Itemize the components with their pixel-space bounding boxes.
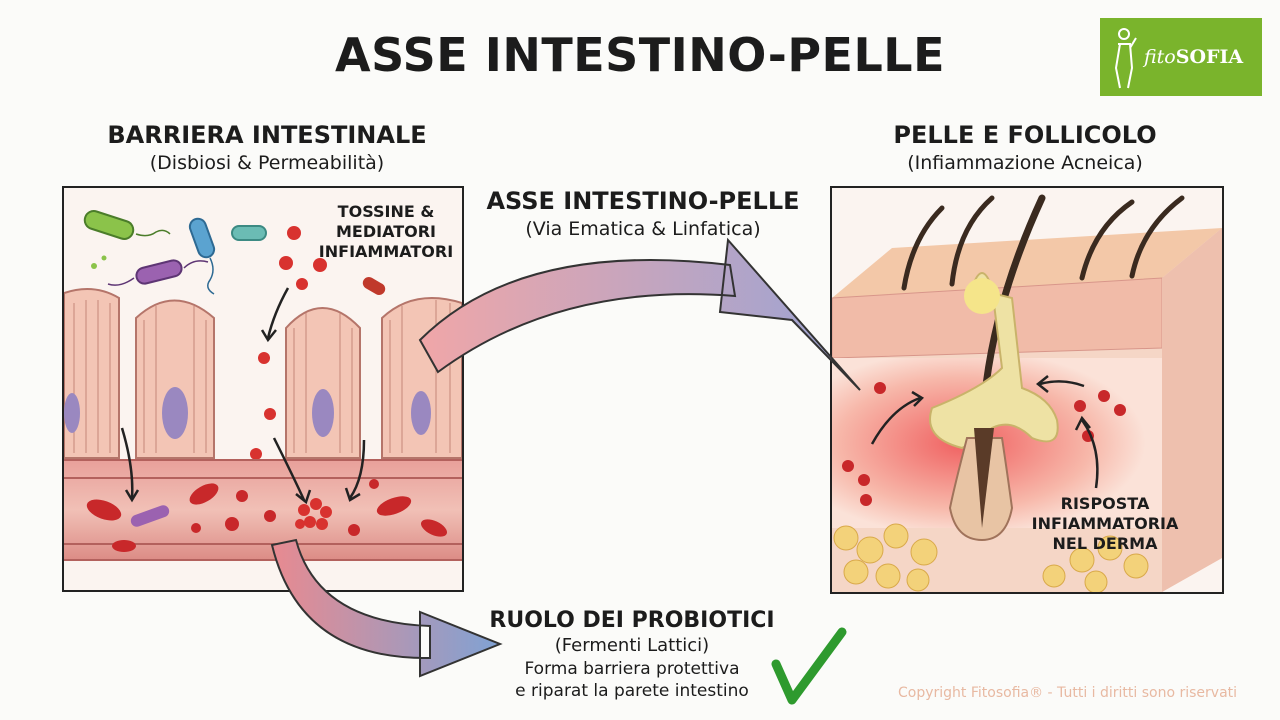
logo-text-b: SOFIA: [1175, 46, 1244, 68]
intestinal-villi: [64, 288, 462, 459]
inflammation-arrows: [870, 375, 1099, 489]
fitosofia-logo: fitoSOFIA: [1100, 18, 1262, 96]
copyright-notice: Copyright Fitosofia® - Tutti i diritti s…: [898, 685, 1238, 701]
left-panel-header: BARRIERA INTESTINALE (Disbiosi & Permeab…: [62, 120, 472, 176]
intestinal-barrier-panel: TOSSINE & MEDIATORI INFIAMMATORI: [62, 186, 464, 592]
probiotics-line1: Forma barriera protettiva: [524, 659, 740, 679]
inflamed-follicle: [929, 272, 1059, 542]
skin-follicle-illustration: [832, 188, 1222, 592]
skin-follicle-panel: RISPOSTA INFIAMMATORIA NEL DERMA: [830, 186, 1224, 594]
intestine-illustration: [64, 188, 462, 590]
axis-header: ASSE INTESTINO-PELLE (Via Ematica & Linf…: [478, 186, 808, 242]
probiotics-title: RUOLO DEI PROBIOTICI: [489, 608, 775, 633]
right-panel-subtitle: (Infiammazione Acneica): [907, 152, 1143, 174]
check-icon: [771, 627, 847, 705]
probiotics-block: RUOLO DEI PROBIOTICI (Fermenti Lattici) …: [482, 608, 782, 702]
derma-response-label: RISPOSTA INFIAMMATORIA NEL DERMA: [1031, 494, 1179, 553]
logo-text: fitoSOFIA: [1144, 46, 1243, 68]
toxin-flow-arrows: [120, 287, 366, 505]
probiotics-subtitle: (Fermenti Lattici): [554, 635, 710, 656]
gut-to-skin-arrow: [418, 237, 861, 391]
toxins-label: TOSSINE & MEDIATORI INFIAMMATORI: [318, 202, 454, 261]
blood-vessel: [64, 459, 462, 561]
axis-subtitle: (Via Ematica & Linfatica): [525, 218, 761, 240]
inflammatory-cells: [842, 382, 1126, 506]
toxin-particles: [250, 226, 386, 460]
page-title: ASSE INTESTINO-PELLE: [335, 28, 945, 82]
axis-title: ASSE INTESTINO-PELLE: [486, 187, 800, 215]
toxin-cluster: [295, 498, 332, 530]
bacteria-group: [83, 210, 267, 295]
probiotics-line2: e riparat la parete intestino: [515, 681, 749, 701]
left-panel-subtitle: (Disbiosi & Permeabilità): [149, 152, 385, 174]
probiotics-arrow: [270, 538, 503, 678]
right-panel-title: PELLE E FOLLICOLO: [893, 121, 1157, 149]
left-panel-title: BARRIERA INTESTINALE: [107, 121, 427, 149]
logo-text-a: fito: [1144, 46, 1176, 68]
fat-layer: [833, 523, 1149, 592]
right-panel-header: PELLE E FOLLICOLO (Infiammazione Acneica…: [830, 120, 1220, 176]
figure-logo-icon: [1114, 28, 1137, 89]
